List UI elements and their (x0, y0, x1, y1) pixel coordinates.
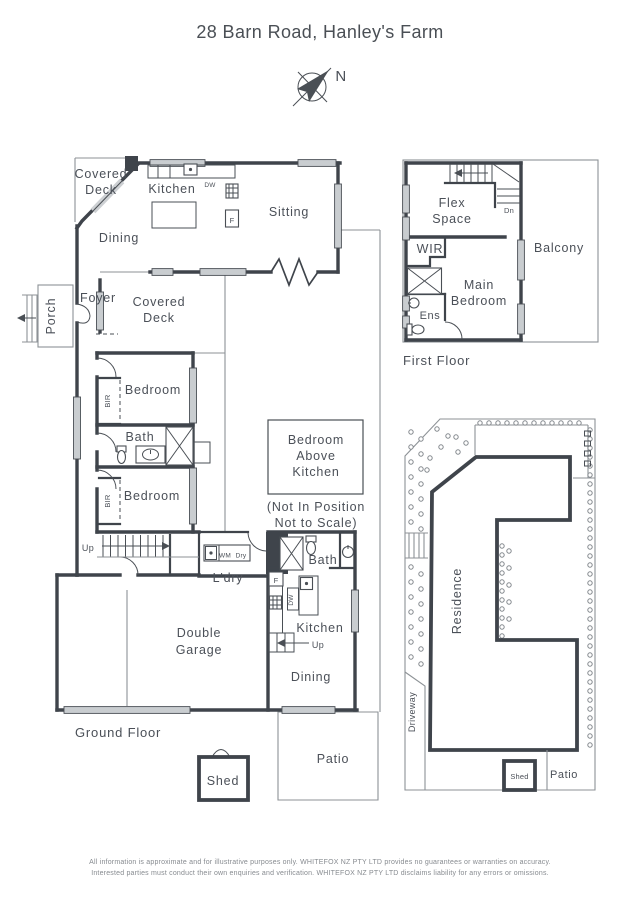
vanity-icon (135, 445, 166, 464)
balcony-outline (402, 159, 599, 343)
room-label-laundry: L'dry (213, 571, 244, 585)
ground-floor-plan: Covered Deck Kitchen DW F Sitting Dining… (17, 156, 381, 802)
island-bench (151, 201, 197, 229)
room-label-wir: WIR (417, 242, 444, 256)
room-label-main-bedroom-2: Bedroom (451, 294, 507, 308)
ground-floor-labels: Covered Deck Kitchen DW F Sitting Dining… (44, 167, 365, 788)
label-bir1: BIR (103, 394, 112, 407)
site-deck-lines (474, 424, 595, 479)
room-label-covered-deck-mid-2: Deck (143, 311, 175, 325)
stairs-up-main (97, 535, 171, 558)
label-dry: Dry (236, 553, 247, 560)
label-driveway: Driveway (407, 692, 417, 732)
note-line2: Above (296, 449, 335, 463)
room-label-patio: Patio (317, 752, 350, 766)
room-label-garage-1: Double (177, 626, 221, 640)
disclaimer-line2: Interested parties must conduct their ow… (91, 870, 549, 877)
shed-outline (197, 755, 250, 802)
ensuite-fixtures (406, 267, 463, 340)
first-floor-labels: Flex Space Dn WIR Balcony Main Bedroom E… (403, 196, 584, 368)
label-fridge: F (230, 216, 235, 225)
site-shed-outline (502, 759, 537, 792)
label-residence: Residence (450, 568, 464, 634)
note-line1: Bedroom (288, 433, 344, 447)
toilet-icon (305, 535, 317, 556)
compass-north-label: N (335, 68, 346, 85)
deck-outlines (74, 157, 381, 801)
kitchen2-fixtures (268, 571, 319, 634)
room-label-porch: Porch (44, 298, 58, 335)
driveway-lines (404, 671, 548, 790)
toilet-icon (406, 323, 425, 336)
room-label-bedroom1: Bedroom (125, 383, 181, 397)
bath2-fixtures (279, 535, 355, 571)
room-label-ens: Ens (420, 310, 441, 322)
laundry-fixtures (203, 544, 251, 562)
fridge-icon (224, 209, 240, 228)
room-label-kitchen: Kitchen (148, 182, 195, 196)
room-label-flex-1: Flex (439, 196, 466, 210)
note-line5: Not to Scale) (275, 516, 358, 530)
room-label-shed: Shed (207, 774, 239, 788)
note-line4: (Not In Position (267, 500, 365, 514)
room-label-covered-deck-top-1: Covered (75, 167, 128, 181)
room-label-balcony: Balcony (534, 241, 584, 255)
label-dn: Dn (504, 206, 514, 215)
room-label-kitchen2: Kitchen (296, 621, 343, 635)
label-site-patio: Patio (550, 769, 578, 781)
stairs-down (449, 163, 520, 204)
floor-label-first: First Floor (403, 353, 470, 368)
label-dw2: DW (288, 594, 295, 606)
label-fridge2: F (274, 576, 279, 585)
note-box (267, 419, 364, 495)
note-line3: Kitchen (292, 465, 339, 479)
label-bir2: BIR (103, 494, 112, 507)
site-stairs (405, 532, 428, 559)
pebble-path (408, 420, 593, 748)
site-labels: Residence Driveway Shed Patio (407, 568, 578, 781)
site-boundary (404, 418, 596, 791)
label-site-shed: Shed (510, 772, 528, 781)
residence-outline (428, 455, 579, 752)
compass-icon: N (292, 67, 346, 107)
label-dishwasher: DW (204, 182, 216, 189)
toilet-icon (116, 445, 127, 465)
cooktop-icon (268, 595, 283, 610)
room-label-bath1: Bath (126, 430, 155, 444)
room-label-dining2: Dining (291, 670, 331, 684)
label-wm: WM (219, 553, 231, 560)
room-label-flex-2: Space (432, 212, 471, 226)
disclaimer: All information is approximate and for i… (0, 857, 640, 879)
stairs-up-unit2 (268, 632, 309, 653)
floor-label-ground: Ground Floor (75, 725, 161, 740)
room-label-covered-deck-top-2: Deck (85, 183, 117, 197)
first-floor-plan: Flex Space Dn WIR Balcony Main Bedroom E… (402, 159, 599, 368)
room-label-bedroom2: Bedroom (124, 489, 180, 503)
page-title: 28 Barn Road, Hanley's Farm (196, 22, 444, 42)
room-label-garage-2: Garage (176, 643, 223, 657)
room-label-foyer: Foyer (80, 291, 116, 305)
room-label-covered-deck-mid-1: Covered (133, 295, 186, 309)
room-label-sitting: Sitting (269, 205, 309, 219)
label-up-unit2: Up (312, 640, 324, 650)
kitchen-fixtures (147, 163, 240, 229)
room-label-main-bedroom-1: Main (464, 278, 494, 292)
disclaimer-line1: All information is approximate and for i… (89, 859, 551, 866)
windows (402, 184, 525, 335)
site-plan: Residence Driveway Shed Patio (404, 418, 596, 792)
room-label-dining: Dining (99, 231, 139, 245)
porch-steps (17, 284, 74, 348)
room-label-bath2: Bath (309, 553, 338, 567)
windows (63, 159, 359, 714)
bath1-fixtures (116, 426, 211, 466)
cooktop-icon (225, 183, 239, 199)
label-up-main: Up (82, 543, 94, 553)
door-arcs (76, 303, 267, 758)
